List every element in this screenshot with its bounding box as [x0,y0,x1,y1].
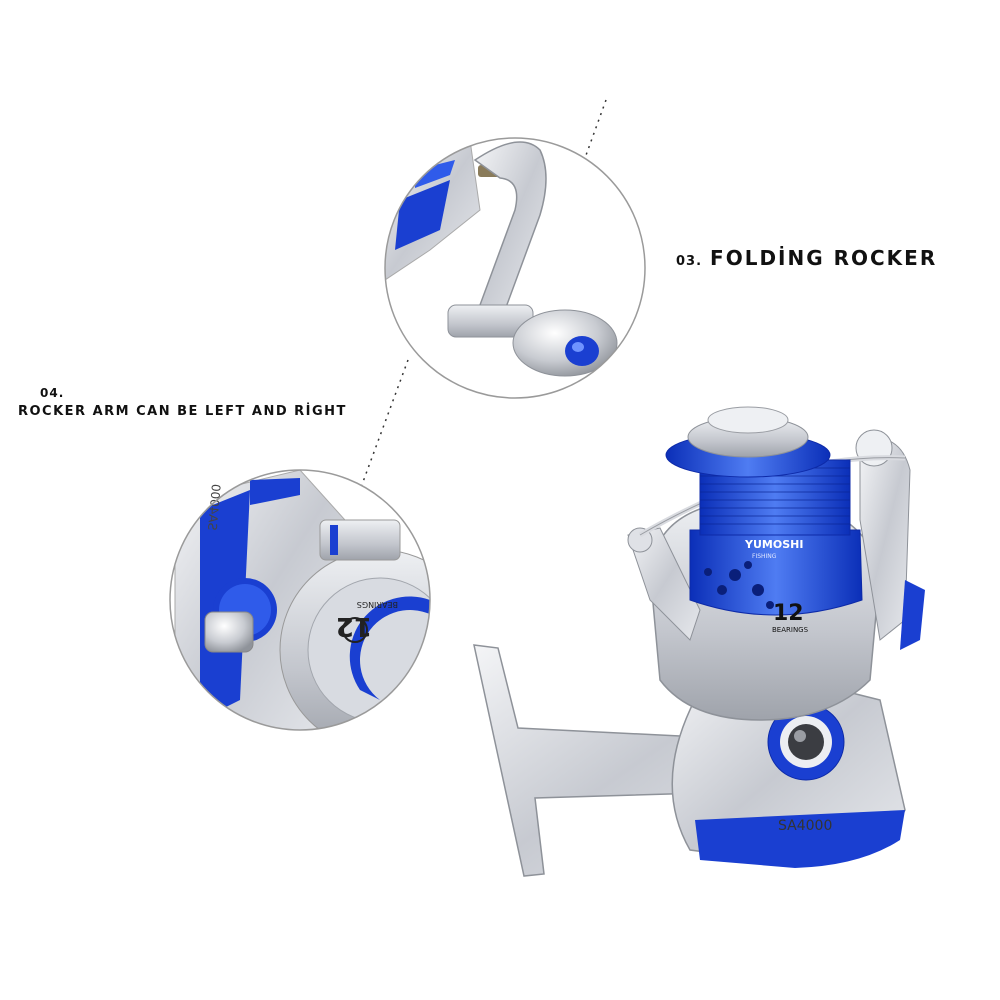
caption-folding-rocker: 03. FOLDİNG ROCKER [676,246,937,270]
reel-bearings-label: BEARINGS [772,626,809,634]
caption-text-folding-rocker: FOLDİNG ROCKER [710,246,938,270]
caption-number-03: 03. [676,254,703,269]
folding-handle-detail [384,137,646,399]
detail-model-mirrored: SA4000 [205,483,223,531]
reel-brand-sub: FISHING [752,553,777,560]
detail-bearings-count: 12 [336,611,372,641]
caption-number-04: 04. [40,386,65,400]
spinning-reel: YUMOSHI FISHING 12 BEARINGS SA4000 [473,406,925,877]
reel-model: SA4000 [778,818,832,834]
leader-line-left [359,359,409,491]
caption-text-rocker-arm: ROCKER ARM CAN BE LEFT AND RİGHT [18,404,347,419]
leader-line-top [584,99,607,159]
reel-brand: YUMOSHI [744,538,803,551]
detail-bearings-label: BEARINGS [357,600,398,609]
reel-bearings-count: 12 [773,601,804,626]
handle-side-detail: SA4000 12 BEARINGS [169,469,431,731]
